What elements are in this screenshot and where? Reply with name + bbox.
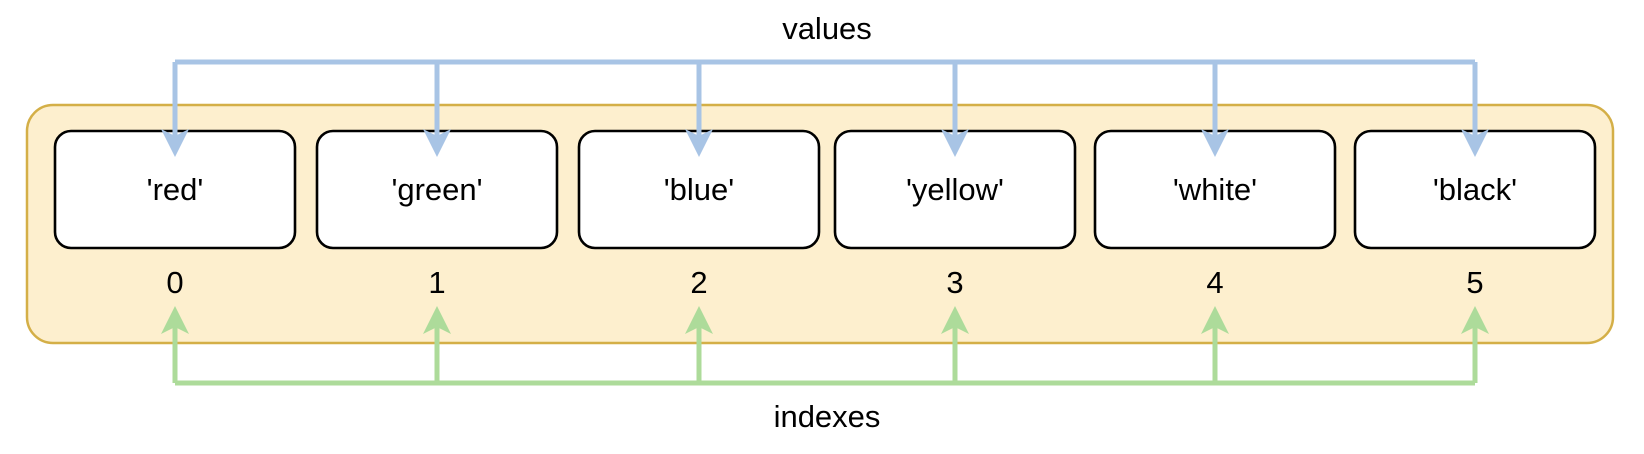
values-arrowhead-3 [941,129,969,157]
cell-value-2: 'blue' [664,172,734,207]
cell-value-5: 'black' [1433,172,1517,207]
values-arrowhead-2 [685,129,713,157]
values-arrowhead-1 [423,129,451,157]
indexes-arrowhead-4 [1201,306,1229,334]
values-arrowhead-4 [1201,129,1229,157]
cell-value-labels: 'red' 'green' 'blue' 'yellow' 'white' 'b… [147,172,1517,207]
index-label-4: 4 [1206,265,1223,300]
array-cells [53,129,1597,250]
indexes-arrowhead-3 [941,306,969,334]
indexes-connectors [161,306,1489,386]
cell-value-0: 'red' [147,172,204,207]
indexes-arrowhead-2 [685,306,713,334]
indexes-arrowhead-1 [423,306,451,334]
cell-value-3: 'yellow' [906,172,1004,207]
index-label-2: 2 [690,265,707,300]
values-arrowhead-0 [161,129,189,157]
cell-value-4: 'white' [1173,172,1257,207]
indexes-caption: indexes [774,399,881,434]
values-arrowhead-5 [1461,129,1489,157]
index-label-5: 5 [1466,265,1483,300]
index-labels: 0 1 2 3 4 5 [166,265,1483,300]
indexes-arrowhead-5 [1461,306,1489,334]
values-connectors [161,59,1489,157]
indexes-arrowhead-0 [161,306,189,334]
index-label-3: 3 [946,265,963,300]
cell-value-1: 'green' [391,172,482,207]
values-caption: values [782,11,872,46]
index-label-0: 0 [166,265,183,300]
index-label-1: 1 [428,265,445,300]
